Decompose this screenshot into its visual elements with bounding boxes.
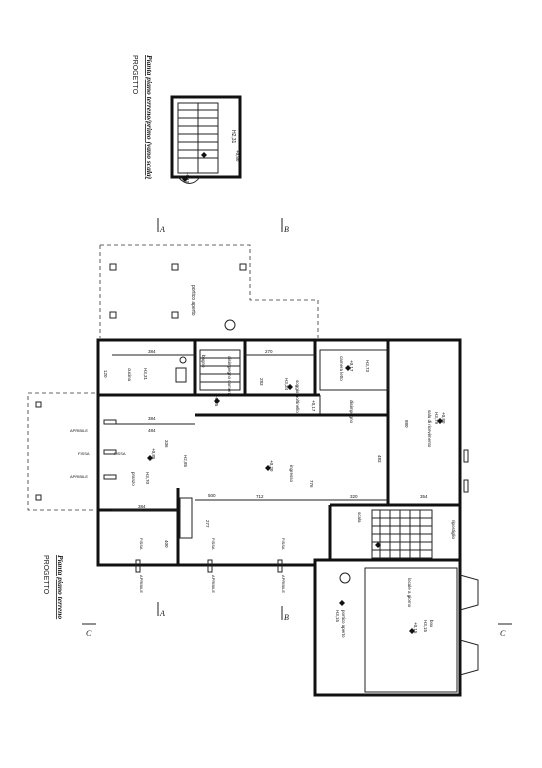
room-disimpegno-camera: disimpegno camera bbox=[227, 356, 232, 396]
room-sala: sala di ricevimento bbox=[427, 410, 432, 448]
room-disimpegno: disimpegno bbox=[349, 400, 354, 424]
opening-fissa-3: FISSA bbox=[139, 538, 144, 550]
dim-16: 283 bbox=[259, 378, 264, 386]
column-marker-1 bbox=[224, 319, 236, 331]
dimension-labels: 384 384 484 384 270 712 320 354 500 277 … bbox=[103, 349, 428, 548]
section-a-bottom: A bbox=[159, 609, 165, 618]
main-stair bbox=[371, 509, 433, 559]
small-stair bbox=[199, 349, 241, 391]
stair-treads bbox=[178, 103, 218, 173]
height-3: H2,85 bbox=[183, 455, 188, 468]
dim-9: 500 bbox=[208, 493, 216, 498]
dim-12: 483 bbox=[377, 455, 382, 463]
column-marker-2 bbox=[339, 572, 351, 584]
level-6: +0,20 bbox=[269, 460, 274, 472]
level-7: +0,15 bbox=[413, 622, 418, 634]
lower-plan-title: Pianta piano terreno bbox=[56, 555, 65, 619]
height-2: H3,34 bbox=[284, 378, 289, 391]
level-markers bbox=[147, 152, 443, 634]
height-1: H3,31 bbox=[143, 368, 148, 381]
height-5: H3,79 bbox=[434, 412, 439, 425]
room-labels: bagno cucina disimpegno camera soggiorno… bbox=[127, 355, 456, 638]
level-1: +0,17 bbox=[311, 400, 316, 412]
room-ingresso: ingresso bbox=[289, 465, 294, 483]
dim-8: 354 bbox=[420, 494, 428, 499]
height-8: H3,15 bbox=[423, 620, 428, 633]
dim-1: 384 bbox=[148, 349, 156, 354]
upper-stair-plan: H2,31 +0,80 +0,15 bbox=[170, 95, 242, 184]
room-portico: portico aperto bbox=[190, 285, 196, 316]
dim-5: 270 bbox=[265, 349, 273, 354]
room-soggiorno: soggiorno/tinello bbox=[295, 380, 300, 413]
fireplace bbox=[179, 497, 193, 539]
section-b-bottom: B bbox=[284, 613, 289, 622]
dim-2: 384 bbox=[148, 416, 156, 421]
upper-plan-subtitle: PROGETTO bbox=[131, 55, 138, 95]
opening-fissa-1: FISSA bbox=[78, 451, 90, 456]
opening-fissa-2: FISSA bbox=[114, 451, 126, 456]
annex-walls bbox=[313, 560, 462, 697]
opening-apribile-2: APRIBILE bbox=[70, 474, 88, 479]
room-portico-2: portico aperto bbox=[341, 610, 346, 638]
room-ripostiglio: ripostiglio bbox=[451, 520, 456, 540]
dim-14: 880 bbox=[404, 420, 409, 428]
height-labels: H3,31 H3,34 H2,85 H3,70 H3,79 H3,73 H3,1… bbox=[143, 360, 439, 633]
opening-apribile-4: APRIBILE bbox=[211, 575, 216, 593]
section-a-top: A bbox=[159, 225, 165, 234]
dim-7: 320 bbox=[350, 494, 358, 499]
room-pranzo: pranzo bbox=[131, 472, 136, 486]
portico-outline bbox=[99, 244, 319, 338]
dim-17: 120 bbox=[103, 370, 108, 378]
dim-13: 776 bbox=[309, 480, 314, 488]
outer-walls bbox=[96, 338, 462, 567]
room-box: box bbox=[429, 620, 434, 628]
dim-6: 712 bbox=[256, 494, 264, 499]
opening-apribile-5: APRIBILE bbox=[281, 575, 286, 593]
dim-11: 400 bbox=[164, 540, 169, 548]
level-3: +0,85 bbox=[151, 448, 156, 460]
opening-fissa-5: FISSA bbox=[281, 538, 286, 550]
opening-labels: APRIBILE FISSA FISSA APRIBILE FISSA APRI… bbox=[70, 428, 286, 593]
opening-apribile-1: APRIBILE bbox=[70, 428, 88, 433]
dim-10: 277 bbox=[205, 520, 210, 528]
opening-apribile-3: APRIBILE bbox=[139, 575, 144, 593]
dim-4: 384 bbox=[138, 504, 146, 509]
room-bagno: bagno bbox=[201, 355, 206, 368]
section-c-right: C bbox=[500, 629, 506, 638]
lower-plan-subtitle: PROGETTO bbox=[42, 555, 49, 595]
upper-level-2: +0,15 bbox=[185, 172, 190, 184]
upper-height-label: H2,31 bbox=[230, 130, 236, 144]
room-cucina: cucina bbox=[127, 368, 132, 382]
section-b-top: B bbox=[284, 225, 289, 234]
section-c-left: C bbox=[86, 629, 92, 638]
level-5: +0,80 bbox=[441, 412, 446, 424]
upper-level-1: +0,80 bbox=[235, 150, 240, 162]
opening-fissa-4: FISSA bbox=[211, 538, 216, 550]
dim-3: 484 bbox=[148, 428, 156, 433]
height-6: H3,73 bbox=[365, 360, 370, 373]
left-porch-outline bbox=[27, 392, 95, 511]
room-camera: camera letto bbox=[339, 356, 344, 381]
section-markers: A B A B C C bbox=[82, 218, 512, 638]
dim-15: 336 bbox=[164, 440, 169, 448]
height-4: H3,70 bbox=[145, 472, 150, 485]
room-scala: scala bbox=[357, 512, 362, 523]
room-locale-giorno: locale a giorno bbox=[407, 578, 412, 608]
height-7: H3,15 bbox=[335, 610, 340, 623]
upper-plan-title: Pianta piano terreno/primo (vano scala) bbox=[145, 55, 154, 180]
window-markers bbox=[103, 419, 469, 573]
level-2: +0,17 bbox=[349, 360, 354, 372]
